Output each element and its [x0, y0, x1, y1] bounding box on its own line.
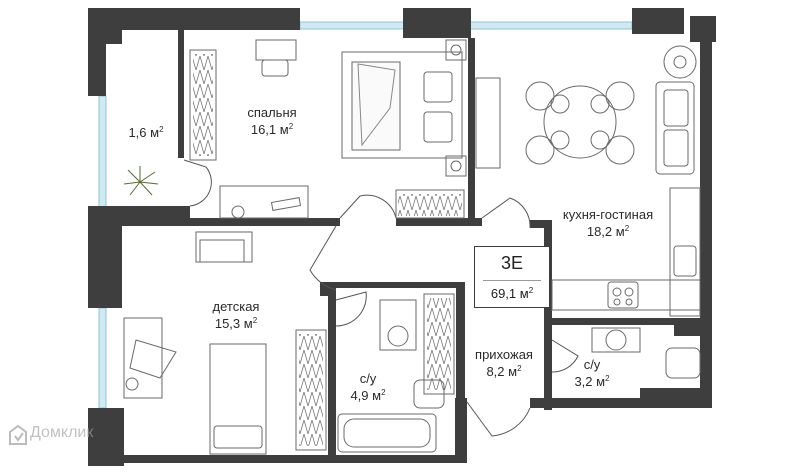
- room-name: прихожая: [475, 347, 533, 362]
- sink-bath1: [379, 299, 417, 351]
- room-area: 8,2 м: [486, 364, 518, 379]
- toilet-bath2: [665, 347, 701, 379]
- door-bedroom: [339, 194, 397, 219]
- pillar-top-mid: [403, 8, 471, 38]
- door-balcony: [183, 159, 212, 207]
- room-area: 16,1 м: [250, 122, 289, 137]
- room-name: спальня: [247, 105, 297, 120]
- room-area: 4,9 м: [350, 388, 382, 403]
- window-top-kitchen: [469, 21, 633, 30]
- room-label-balcony: 1,6 м2: [128, 125, 164, 140]
- pillar-bottom-left: [88, 408, 124, 466]
- kitchen-counter: [669, 187, 701, 317]
- room-area: 1,6 м: [128, 125, 160, 140]
- walls: [88, 8, 716, 466]
- room-label-bathroom-1: с/у 4,9 м2: [340, 370, 396, 404]
- pillar-left-mid: [88, 206, 122, 308]
- room-name: кухня-гостиная: [562, 207, 654, 222]
- room-name: с/у: [583, 357, 601, 372]
- sofa: [655, 81, 695, 175]
- apartment-badge: 3E 69,1 м2: [474, 246, 550, 308]
- badge-divider: [483, 280, 541, 281]
- door-bath-right: [551, 339, 579, 373]
- wardrobe-hall: [395, 189, 465, 219]
- door-kids: [309, 225, 337, 291]
- doors: [183, 159, 579, 437]
- domclick-logo-icon: [9, 424, 27, 445]
- door-kitchen: [481, 197, 531, 229]
- window-left-balcony: [98, 95, 107, 209]
- room-area: 15,3 м: [214, 316, 253, 331]
- toilet-bath1: [413, 379, 445, 409]
- room-label-bathroom-2: с/у 3,2 м2: [564, 356, 620, 390]
- room-name: детская: [212, 299, 260, 314]
- wardrobe-bedroom: [189, 49, 217, 161]
- dining-table: [543, 85, 617, 159]
- room-area: 18,2 м: [586, 224, 625, 239]
- bed-single: [209, 343, 267, 455]
- room-area: 3,2 м: [574, 374, 606, 389]
- pillar-top-right: [632, 8, 684, 34]
- room-label-kids: детская 15,3 м2: [196, 298, 276, 332]
- plant-icon: [123, 166, 159, 196]
- room-name: с/у: [359, 371, 377, 386]
- room-label-bedroom: спальня 16,1 м2: [232, 104, 312, 138]
- furniture: [123, 39, 701, 455]
- apartment-code: 3E: [500, 253, 524, 273]
- window-top-bedroom: [299, 21, 405, 30]
- wardrobe-kids: [295, 329, 327, 451]
- kids-desk: [123, 317, 163, 399]
- apartment-total-area: 69,1 м2: [490, 286, 534, 301]
- door-entrance: [466, 401, 531, 437]
- window-left-kids: [98, 307, 107, 409]
- room-label-hallway: прихожая 8,2 м2: [464, 346, 544, 380]
- watermark-text: Домклик: [30, 424, 94, 441]
- door-bath-left: [335, 291, 367, 327]
- room-label-kitchen-living: кухня-гостиная 18,2 м2: [546, 206, 670, 240]
- bathtub: [337, 413, 437, 453]
